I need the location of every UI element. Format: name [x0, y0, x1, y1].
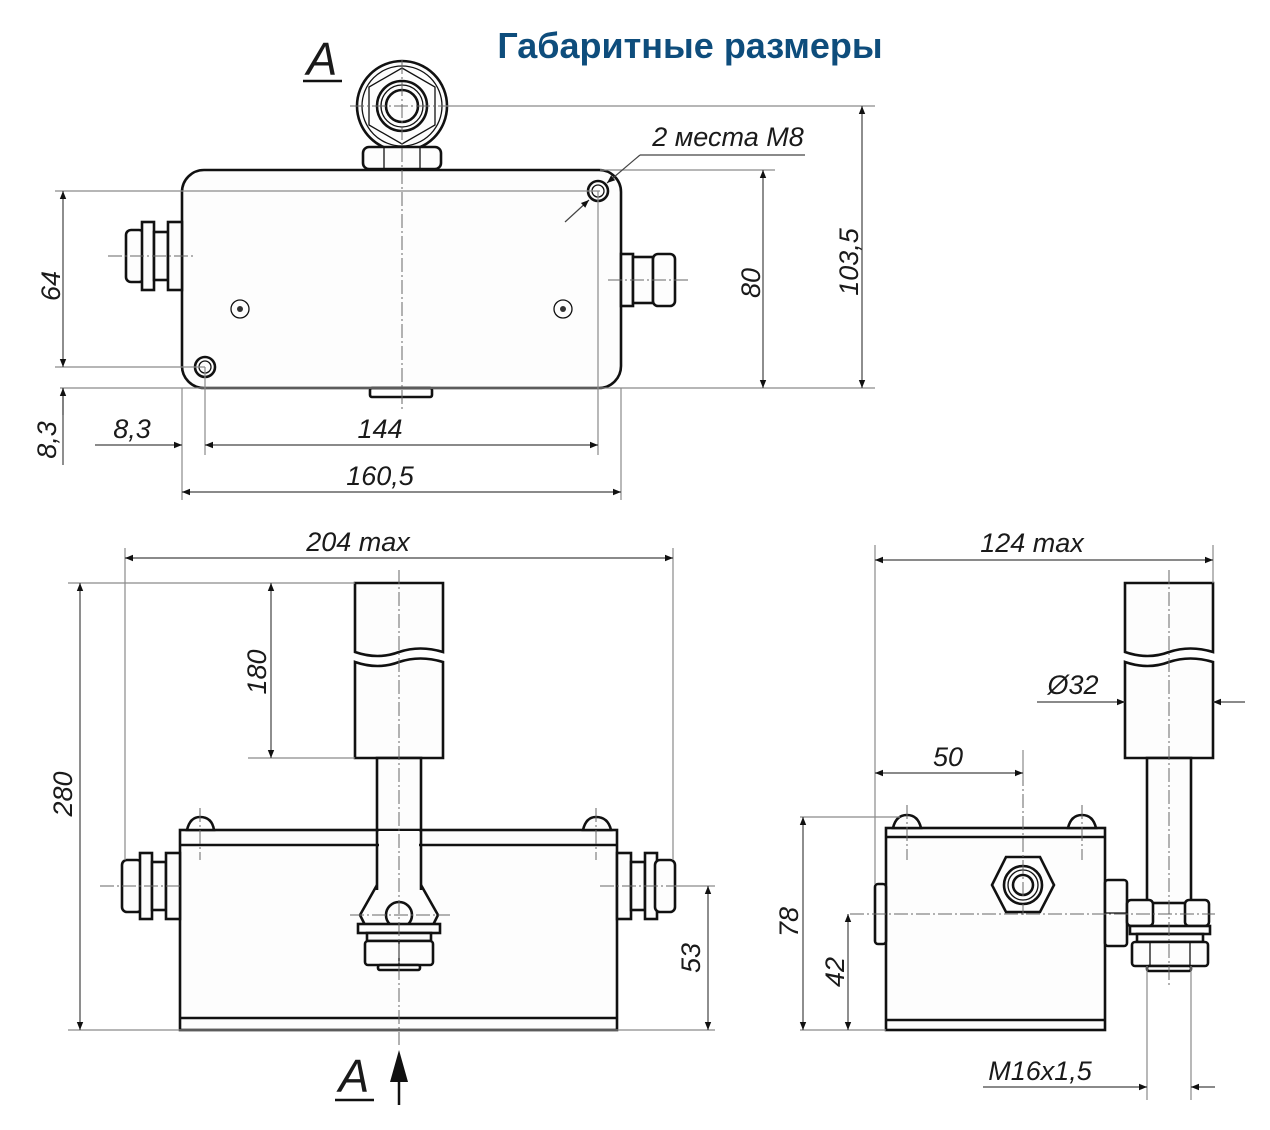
- dim-144: 144: [357, 414, 402, 444]
- view-label-text: A: [304, 33, 338, 85]
- screw-left: [230, 299, 250, 319]
- dim-42: 42: [820, 957, 850, 987]
- dim-80: 80: [736, 268, 766, 298]
- enclosure-side: [884, 826, 1107, 1032]
- dim-124-max: 124 max: [980, 528, 1085, 558]
- dim-280: 280: [48, 771, 78, 817]
- top-view: 64 8,3 8,3 144 160,5 80 103,5 2 места M8: [32, 59, 875, 500]
- view-label-text: A: [336, 1050, 370, 1102]
- dim-78: 78: [774, 907, 804, 937]
- dim-8-3-horizontal: 8,3: [113, 414, 151, 444]
- view-label-a-top: A: [303, 33, 342, 85]
- dim-204-max: 204 max: [305, 527, 411, 557]
- page-title: Габаритные размеры: [497, 25, 882, 66]
- view-direction-arrow: [390, 1050, 408, 1082]
- dim-103-5: 103,5: [834, 227, 864, 296]
- dim-180: 180: [242, 649, 272, 694]
- dim-50: 50: [933, 742, 963, 772]
- front-view: 204 max 280 180 53: [48, 527, 715, 1045]
- dim-8-3-vertical: 8,3: [32, 421, 62, 459]
- view-label-a-bottom: A: [335, 1050, 408, 1105]
- dim-diameter-32: Ø32: [1046, 670, 1098, 700]
- side-view: 124 max Ø32 50 78 42 M16x1,5: [774, 528, 1245, 1100]
- dim-53: 53: [676, 943, 706, 973]
- gland-front-right: [615, 851, 677, 921]
- dim-64: 64: [36, 271, 66, 301]
- dim-m16x1-5: M16x1,5: [988, 1056, 1093, 1086]
- callout-m8: 2 места M8: [651, 122, 803, 152]
- screw-right: [553, 299, 573, 319]
- dim-160-5: 160,5: [346, 461, 415, 491]
